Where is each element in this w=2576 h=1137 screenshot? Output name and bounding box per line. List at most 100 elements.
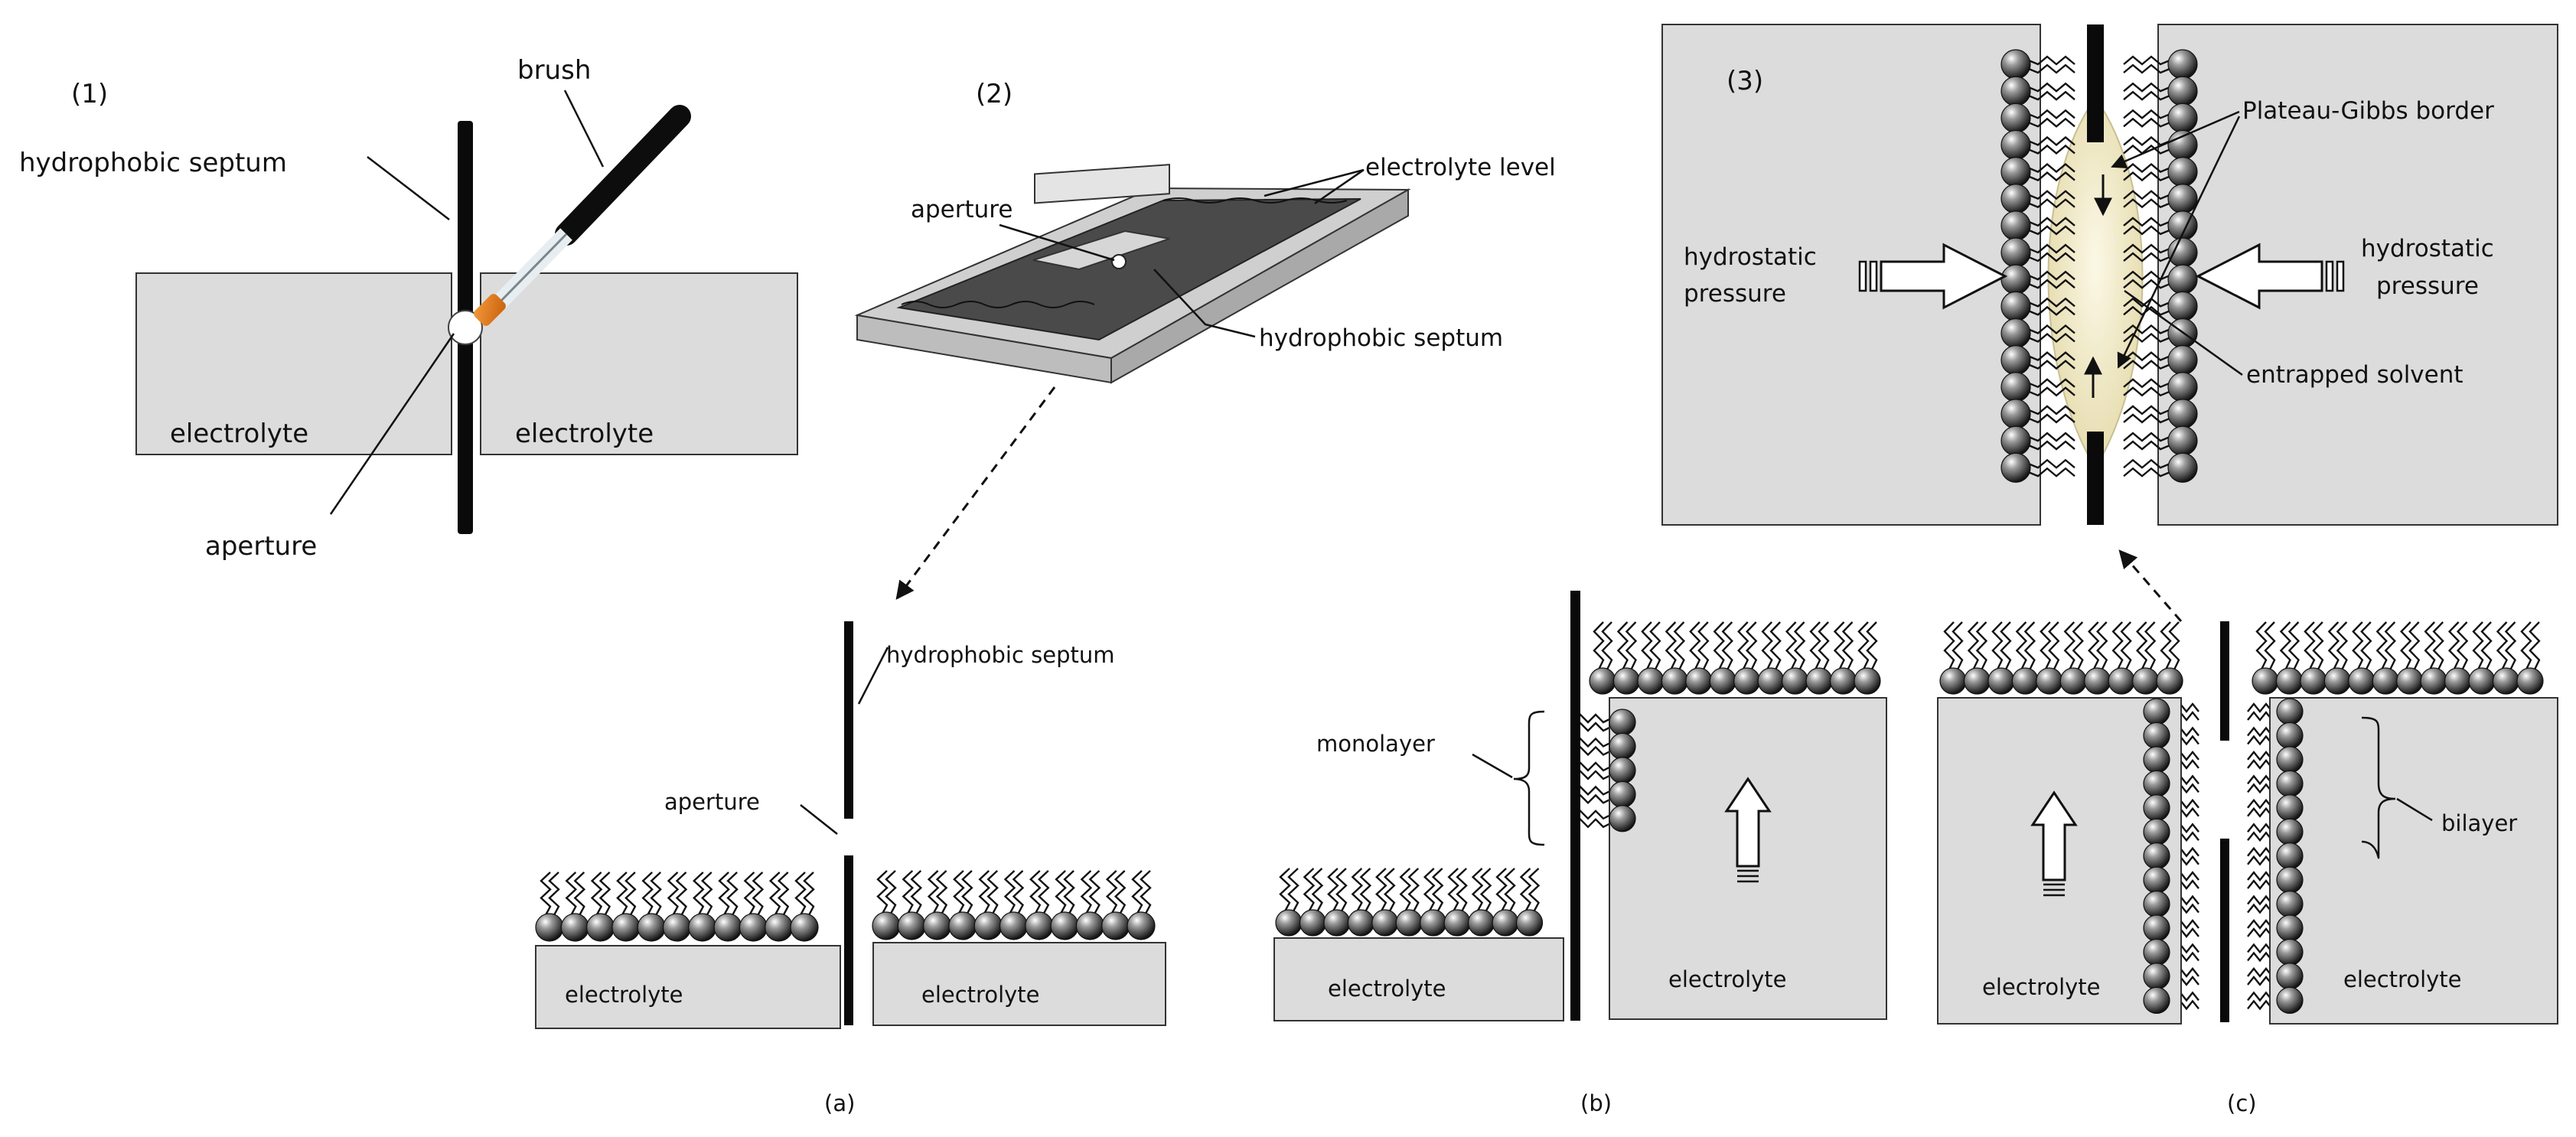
lipid-head: [2000, 76, 2031, 106]
panel-1-left-electrolyte: [135, 272, 452, 455]
panel-c-right-label: electrolyte: [2343, 966, 2462, 992]
lipid-tail: [1012, 870, 1025, 914]
panel-a-septum-label: hydrophobic septum: [886, 642, 1115, 668]
panel-3-pressure-left-arrow-icon: [1858, 243, 2008, 310]
lipid-tail: [935, 870, 948, 914]
lipid-tail: [1975, 621, 1988, 670]
lipid-head: [1101, 911, 1130, 940]
panel-1-brush-label: brush: [517, 55, 591, 86]
lipid-head: [2167, 184, 2198, 214]
lipid-tail: [1528, 868, 1541, 912]
lipid-tail: [2123, 190, 2170, 200]
lipid-head: [560, 913, 589, 942]
lipid-tail: [1335, 868, 1348, 912]
lipid-head: [2167, 425, 2198, 456]
lipid-tail: [2123, 82, 2170, 93]
lipid-tail: [1063, 870, 1075, 914]
lipid-head: [2000, 264, 2031, 295]
lipid-head: [688, 913, 717, 942]
lipid-tail: [2000, 621, 2012, 670]
lipid-head: [1609, 732, 1636, 761]
lipid-tail: [2123, 440, 2170, 451]
panel-1-right-label: electrolyte: [515, 419, 654, 449]
lipid-tail: [2472, 621, 2484, 670]
lipid-tail: [752, 871, 765, 916]
lipid-head: [2143, 698, 2170, 725]
lipid-tail: [1625, 621, 1638, 670]
lipid-tail: [1407, 868, 1420, 912]
panel-c-top-right-heads: [2252, 667, 2544, 695]
panel-a-right-tails: [876, 870, 1152, 914]
lipid-tail: [1504, 868, 1516, 912]
panel-b-rise-arrow-icon: [1724, 777, 1772, 883]
lipid-head: [2167, 372, 2198, 402]
lipid-tail: [2028, 163, 2075, 174]
lipid-tail: [2028, 360, 2075, 370]
lipid-head: [2276, 746, 2304, 774]
lipid-head: [2276, 842, 2304, 870]
lipid-tail: [1737, 621, 1749, 670]
panel-1-aperture-hole: [448, 310, 483, 345]
panel-2-number: (2): [976, 79, 1012, 109]
panel-3-solvent-label: entrapped solvent: [2246, 361, 2464, 389]
lipid-head: [2275, 667, 2304, 695]
panel-b-left-label: electrolyte: [1328, 976, 1446, 1002]
lipid-tail: [2123, 432, 2170, 442]
lipid-head: [2143, 746, 2170, 774]
panel-c-bilayer-label: bilayer: [2441, 810, 2517, 836]
lipid-tail: [693, 871, 705, 916]
lipid-tail: [1055, 870, 1067, 914]
lipid-tail: [1616, 621, 1629, 670]
lipid-head: [1025, 911, 1054, 940]
lipid-tail: [2384, 621, 2396, 670]
lipid-tail: [2028, 117, 2075, 128]
lipid-tail: [1311, 868, 1324, 912]
lipid-head: [2167, 345, 2198, 376]
panel-a: hydrophobic septum aperture electrolyte …: [535, 621, 1166, 1116]
lipid-tail: [2520, 621, 2532, 670]
lipid-tail: [1641, 621, 1653, 670]
panel-a-right-heads: [872, 911, 1156, 940]
panel-b-left-electrolyte: [1273, 937, 1564, 1021]
panel-c-rise-arrow-icon: [2030, 790, 2078, 897]
lipid-head: [2516, 667, 2544, 695]
lipid-tail: [2160, 621, 2172, 670]
lipid-tail: [718, 871, 730, 916]
panel-2-level-leader-2: [1314, 168, 1365, 205]
lipid-tail: [624, 871, 637, 916]
lipid-head: [1323, 909, 1351, 937]
lipid-head: [713, 913, 742, 942]
lipid-tail: [1761, 621, 1773, 670]
lipid-tail: [1447, 868, 1459, 912]
lipid-head: [2276, 698, 2304, 725]
lipid-tail: [2123, 305, 2170, 316]
lipid-head: [1075, 911, 1105, 940]
lipid-tail: [2123, 55, 2170, 66]
lipid-tail: [2336, 621, 2349, 670]
panel-1: (1) hydrophobic septum brush electrolyte…: [19, 55, 798, 562]
lipid-head: [2276, 770, 2304, 797]
lipid-tail: [2304, 621, 2316, 670]
panel-3-solvent-leader: [2124, 289, 2243, 376]
lipid-tail: [2287, 621, 2300, 670]
panel-c-caption: (c): [2227, 1090, 2257, 1116]
lipid-head: [1782, 667, 1809, 695]
lipid-tail: [2028, 279, 2075, 289]
lipid-tail: [2123, 405, 2170, 415]
lipid-tail: [902, 870, 915, 914]
panel-c-septum-top: [2220, 621, 2229, 741]
lipid-head: [2468, 667, 2496, 695]
panel-c-septum-bottom: [2220, 839, 2229, 1022]
lipid-tail: [2028, 386, 2075, 397]
lipid-tail: [1649, 621, 1661, 670]
lipid-head: [1637, 667, 1665, 695]
lipid-head: [2000, 184, 2031, 214]
lipid-tail: [2123, 163, 2170, 174]
lipid-tail: [2432, 621, 2444, 670]
lipid-tail: [1697, 621, 1710, 670]
panel-c-bilayer-left-heads: [2143, 698, 2170, 1015]
panel-b-monolayer-brace: [1513, 710, 1545, 846]
lipid-head: [1299, 909, 1327, 937]
panel-2: (2) aperture electrolyte level hydrophob…: [854, 79, 1556, 600]
lipid-tail: [1991, 621, 2004, 670]
